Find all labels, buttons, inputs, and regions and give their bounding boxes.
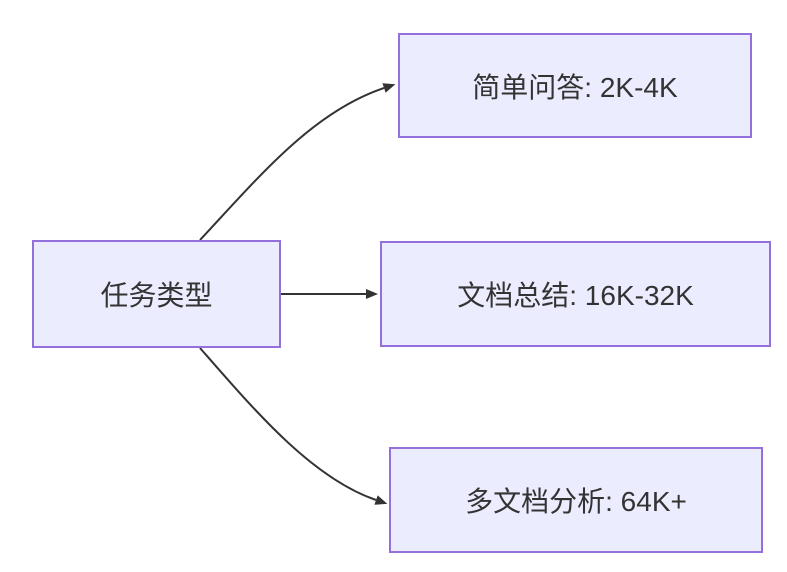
edge-task-type-to-multi-doc-analysis	[199, 347, 388, 505]
node-task-type: 任务类型	[32, 240, 281, 348]
edge-task-type-to-simple-qa	[199, 83, 396, 241]
node-task-type-label: 任务类型	[100, 280, 213, 311]
node-doc-summary: 文档总结: 16K-32K	[380, 241, 771, 347]
node-simple-qa: 简单问答: 2K-4K	[398, 33, 752, 138]
node-multi-doc-analysis: 多文档分析: 64K+	[389, 447, 763, 553]
node-doc-summary-label: 文档总结: 16K-32K	[457, 280, 694, 311]
node-multi-doc-analysis-label: 多文档分析: 64K+	[465, 486, 687, 517]
node-simple-qa-label: 简单问答: 2K-4K	[472, 71, 678, 103]
